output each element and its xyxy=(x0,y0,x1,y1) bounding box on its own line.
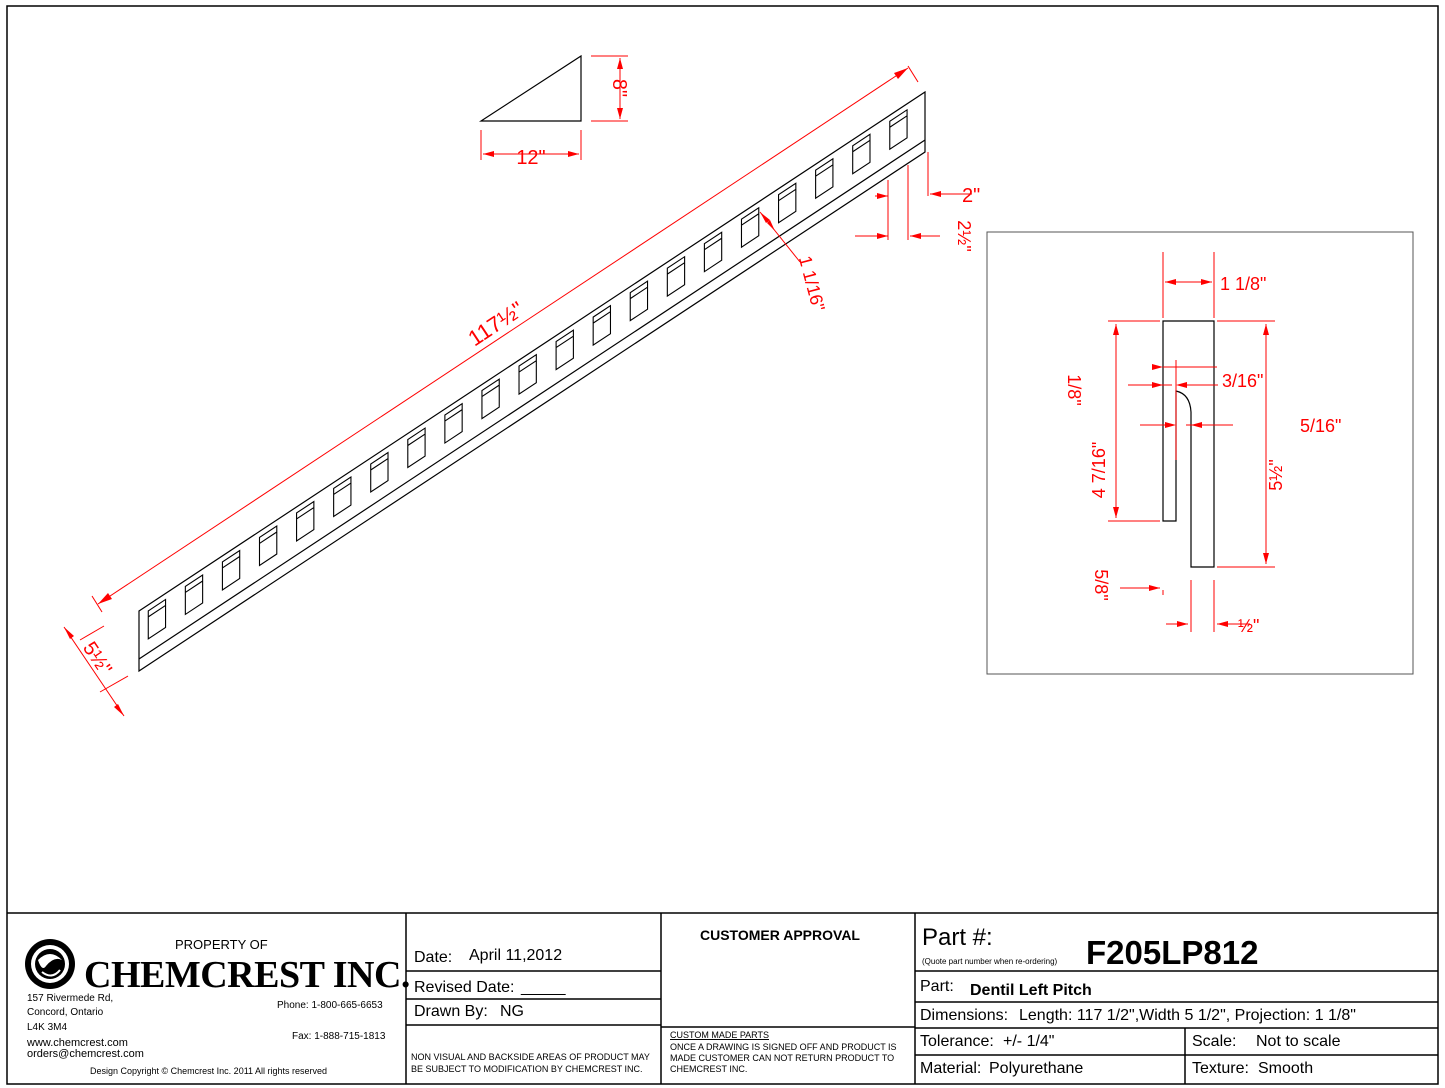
pitch-triangle: 12" 8" xyxy=(478,54,630,169)
scale-value: Not to scale xyxy=(1256,1033,1341,1050)
company-fax: Fax: 1-888-715-1813 xyxy=(292,1031,386,1042)
reveal-label: 5/16" xyxy=(1300,416,1341,436)
dentil-tooth xyxy=(518,353,537,396)
lip-label: 1/8" xyxy=(1064,374,1084,405)
dentil-tooth xyxy=(370,451,389,494)
company-postal: L4K 3M4 xyxy=(27,1022,68,1033)
tolerance-value: +/- 1/4" xyxy=(1003,1033,1055,1050)
date-label: Date: xyxy=(414,949,453,966)
dentil-tooth xyxy=(296,500,315,542)
custom-parts-line-1: ONCE A DRAWING IS SIGNED OFF AND PRODUCT… xyxy=(670,1042,897,1052)
pitch-rise-label: 8" xyxy=(608,79,630,97)
dentil-depth-label: 1 1/16" xyxy=(795,254,829,314)
revised-label: Revised Date: xyxy=(414,979,515,996)
quote-note: (Quote part number when re-ordering) xyxy=(922,957,1058,966)
inner-height-label: 4 7/16" xyxy=(1089,442,1109,498)
bottom-lip-label: 5/8" xyxy=(1091,569,1111,600)
top-step-label: 3/16" xyxy=(1222,371,1263,391)
dentil-tooth xyxy=(889,108,908,151)
drawn-value: NG xyxy=(500,1003,524,1020)
title-block-frame xyxy=(7,912,1438,1084)
scale-label: Scale: xyxy=(1192,1033,1237,1050)
length-label: 117½" xyxy=(463,296,528,351)
texture-value: Smooth xyxy=(1258,1060,1314,1077)
dentil-tooth xyxy=(407,427,426,469)
dentil-tooth xyxy=(147,598,167,640)
projection-label: 1 1/8" xyxy=(1220,274,1266,294)
dentil-tooth xyxy=(815,157,834,200)
section-view: 1 1/8" 3/16" 1/8" 5/16" 4 7/16" 5½" 5/8"… xyxy=(986,231,1414,675)
property-of: PROPERTY OF xyxy=(175,937,268,952)
dentil-width-label: 2½" xyxy=(954,220,974,251)
revised-value: _____ xyxy=(521,979,566,996)
total-height-label: 5½" xyxy=(1266,459,1286,490)
dentil-tooth xyxy=(258,524,278,567)
company-name: CHEMCREST INC. xyxy=(84,954,410,996)
width-label: 5½" xyxy=(78,638,116,679)
custom-parts-line-2: MADE CUSTOMER CAN NOT RETURN PRODUCT TO xyxy=(670,1053,895,1063)
part-name-label: Part: xyxy=(920,978,954,995)
section-profile xyxy=(1162,320,1215,568)
date-value: April 11,2012 xyxy=(469,947,563,964)
material-value: Polyurethane xyxy=(989,1060,1084,1077)
dentil-teeth xyxy=(147,108,908,640)
sheet-border xyxy=(6,5,1439,1085)
customer-approval-title: CUSTOMER APPROVAL xyxy=(700,927,860,943)
company-address1: 157 Rivermede Rd, xyxy=(27,993,114,1004)
custom-parts-line-3: CHEMCREST INC. xyxy=(670,1064,748,1074)
dentil-tooth xyxy=(592,304,612,347)
dentil-tooth xyxy=(629,280,649,322)
company-address2: Concord, Ontario xyxy=(27,1007,104,1018)
note-line-2: BE SUBJECT TO MODIFICATION BY CHEMCREST … xyxy=(411,1064,643,1074)
company-phone: Phone: 1-800-665-6653 xyxy=(277,1000,383,1011)
copyright: Design Copyright © Chemcrest Inc. 2011 A… xyxy=(90,1066,328,1076)
part-number-label: Part #: xyxy=(922,924,993,951)
texture-label: Texture: xyxy=(1192,1060,1249,1077)
dentil-tooth xyxy=(740,206,760,249)
dentil-tooth xyxy=(703,231,723,273)
tolerance-label: Tolerance: xyxy=(920,1033,994,1050)
material-label: Material: xyxy=(920,1060,982,1077)
bottom-depth-label: ½" xyxy=(1238,616,1259,636)
company-email[interactable]: orders@chemcrest.com xyxy=(27,1048,144,1060)
part-name: Dentil Left Pitch xyxy=(970,982,1092,999)
dentil-outline xyxy=(138,90,926,673)
company-web[interactable]: www.chemcrest.com xyxy=(27,1037,128,1049)
pitch-run-label: 12" xyxy=(516,147,545,169)
dentil-tooth xyxy=(444,402,463,445)
dentil-tooth xyxy=(184,573,204,616)
drawn-label: Drawn By: xyxy=(414,1003,488,1020)
note-line-1: NON VISUAL AND BACKSIDE AREAS OF PRODUCT… xyxy=(411,1052,650,1062)
dentil-tooth xyxy=(852,133,871,175)
dentil-gap-label: 2" xyxy=(962,185,980,207)
dentil-tooth xyxy=(221,549,241,591)
chemcrest-logo-icon xyxy=(25,939,75,989)
dentil-tooth xyxy=(481,378,500,420)
part-number: F205LP812 xyxy=(1086,934,1259,971)
dentil-tooth xyxy=(778,182,797,224)
custom-parts-title: CUSTOM MADE PARTS xyxy=(670,1030,770,1040)
dentil-tooth xyxy=(666,255,686,298)
dentil-tooth xyxy=(555,329,574,371)
dimensions-label: Dimensions: xyxy=(920,1007,1009,1024)
dentil-tooth xyxy=(333,476,352,518)
dimensions-value: Length: 117 1/2",Width 5 1/2", Projectio… xyxy=(1019,1007,1356,1024)
